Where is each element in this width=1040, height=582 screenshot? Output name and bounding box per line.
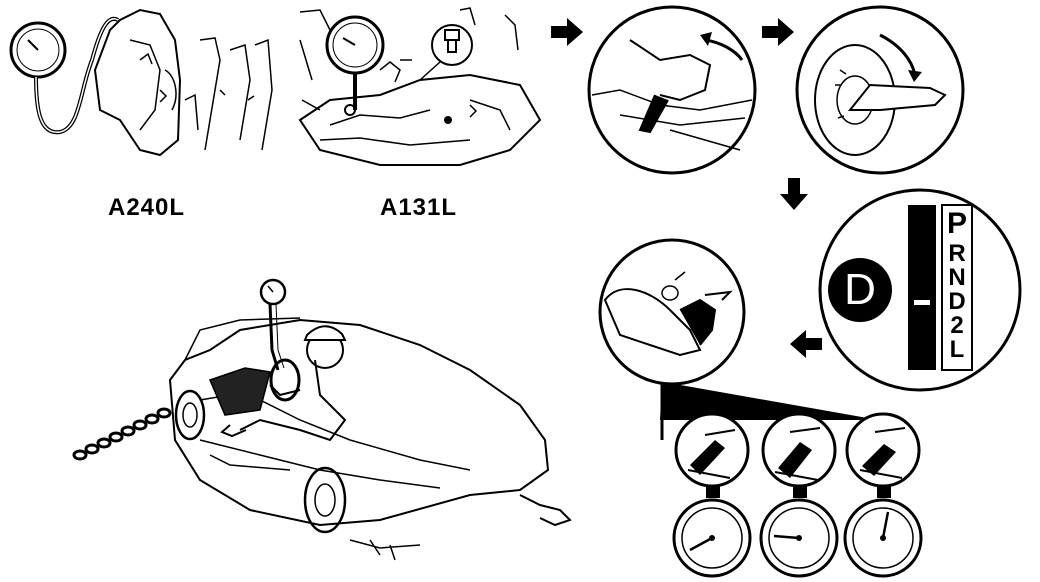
arrow-right-icon bbox=[551, 18, 583, 46]
pedal-gauge-sequence bbox=[674, 414, 921, 576]
arrow-right-icon bbox=[762, 18, 794, 46]
shift-position-l: L bbox=[942, 338, 972, 362]
selected-range-letter: D bbox=[836, 264, 884, 316]
a131l-transmission-illustration bbox=[300, 8, 540, 165]
arrow-left-icon bbox=[790, 330, 822, 358]
shift-position-d: D bbox=[942, 290, 972, 314]
shift-position-r: R bbox=[942, 242, 972, 266]
shift-position-list: P R N D 2 L bbox=[942, 206, 972, 362]
model-label-a131l: A131L bbox=[380, 194, 457, 222]
shift-position-2: 2 bbox=[942, 314, 972, 338]
step-ignition-key bbox=[797, 7, 963, 173]
tow-chain bbox=[74, 409, 170, 459]
model-label-a240l: A240L bbox=[108, 194, 185, 222]
arrow-down-icon bbox=[780, 178, 808, 210]
a240l-transmission-illustration bbox=[11, 10, 272, 155]
shift-position-n: N bbox=[942, 266, 972, 290]
step-parking-brake bbox=[589, 7, 755, 173]
shift-position-p: P bbox=[942, 206, 972, 242]
vehicle-stall-test-illustration bbox=[74, 280, 570, 560]
step-brake-pedal bbox=[600, 240, 744, 384]
